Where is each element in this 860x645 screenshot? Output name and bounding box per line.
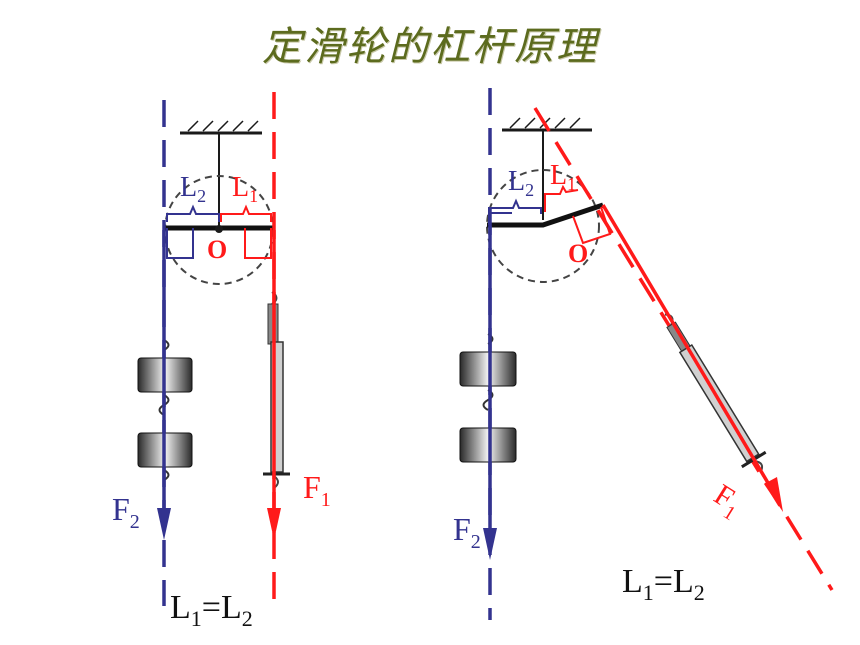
left-arm-label-l1: L1 bbox=[232, 172, 258, 206]
right-force-arrow-red bbox=[601, 204, 773, 489]
right-equation: L1=L2 bbox=[622, 563, 705, 605]
right-weights bbox=[459, 333, 517, 463]
left-brace-red bbox=[220, 204, 272, 222]
right-force-arrowhead-blue bbox=[483, 528, 497, 560]
left-force-label-f2: F2 bbox=[112, 491, 140, 533]
right-force-label-f2: F2 bbox=[453, 511, 481, 553]
left-spring-scale bbox=[263, 291, 290, 489]
right-brace-red bbox=[544, 184, 579, 212]
right-force-arrowhead-red bbox=[764, 477, 783, 512]
left-right-angle-blue bbox=[166, 228, 194, 259]
right-arm-label-l2: L2 bbox=[508, 166, 534, 200]
right-arm-label-l1: L1 bbox=[550, 160, 576, 194]
right-pulley bbox=[486, 169, 600, 283]
left-force-arrowhead-blue bbox=[157, 508, 171, 540]
left-figure: L2 L1 O F2 F1 L1=L2 bbox=[112, 92, 331, 631]
left-force-label-f1: F1 bbox=[303, 469, 331, 511]
left-pivot-label: O bbox=[207, 235, 227, 264]
left-force-arrowhead-red bbox=[267, 508, 281, 540]
right-figure: L2 L1 O F2 F1 L1=L2 bbox=[453, 88, 834, 620]
page-title: 定滑轮的杠杆原理 bbox=[262, 24, 598, 70]
left-brace-blue bbox=[166, 204, 220, 222]
right-force-label-f1: F1 bbox=[705, 478, 748, 525]
left-arm-label-l2: L2 bbox=[180, 172, 206, 206]
left-right-angle-red bbox=[244, 228, 272, 259]
right-pivot-label: O bbox=[568, 239, 588, 268]
left-ceiling bbox=[180, 120, 262, 135]
left-equation: L1=L2 bbox=[170, 589, 253, 631]
left-pivot-dot bbox=[215, 225, 223, 233]
right-lever bbox=[487, 202, 604, 228]
